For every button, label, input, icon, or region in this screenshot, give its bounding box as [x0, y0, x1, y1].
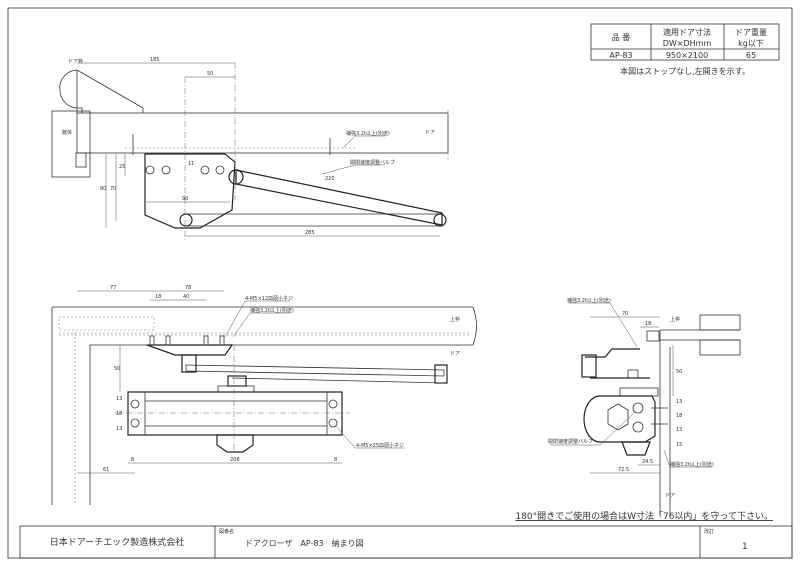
screw-bottom-label: 4-M5×25皿頭小ネジ: [356, 442, 404, 449]
drawing-name: ドアクローザ AP-83 納まり図: [245, 538, 364, 548]
valve-label: 開閉速度調整バルブ: [548, 438, 593, 445]
valve-label: 開閉速度調整バルブ: [350, 159, 395, 166]
wall-block: [51, 110, 91, 178]
wall-label: 躯体: [62, 129, 72, 136]
reinforce-label: 補強3.2t以上(別途): [346, 130, 390, 137]
closer-body: [127, 391, 343, 436]
dim-24-5: 24.5: [642, 459, 653, 465]
company-name: 日本ドアーチエック製造株式会社: [50, 536, 184, 548]
arm-bracket: [146, 344, 234, 356]
reinforce-top-label: 補強3.2t以上(別途): [567, 297, 611, 304]
revision-number: 1: [742, 542, 748, 552]
frame-label: 上枠: [450, 316, 460, 323]
dim-50: 50: [207, 71, 213, 77]
dim-18: 18: [155, 294, 161, 300]
dim-70: 70: [110, 186, 116, 192]
dim-18b: 18: [116, 411, 122, 417]
dim-285: 285: [305, 230, 315, 236]
title-block: 日本ドアーチエック製造株式会社 図番名 ドアクローザ AP-83 納まり図 改訂…: [19, 525, 793, 559]
sheet-border: [7, 7, 793, 559]
reinforce-bottom-label: 補強3.2t以上(別途): [670, 461, 714, 468]
header-door-weight-unit: kg以下: [738, 39, 764, 48]
dim-40: 40: [183, 294, 189, 300]
dim-77: 77: [110, 285, 116, 291]
door-plan: [76, 112, 449, 154]
dim-8a: 8: [131, 457, 134, 463]
dim-185: 185: [150, 57, 160, 63]
cell-door-weight: 65: [746, 51, 756, 60]
dim-220: 220: [325, 176, 335, 182]
dim-13b: 13: [116, 426, 122, 432]
dim-18b: 18: [676, 413, 682, 419]
dim-50: 50: [676, 369, 682, 375]
dim-13a: 13: [676, 399, 682, 405]
door-label: ドア: [665, 493, 675, 499]
header-door-weight: ドア重量: [735, 27, 767, 37]
valve-cap: [216, 434, 254, 453]
dim-15: 15: [676, 442, 682, 448]
footnote: 180°開きでご使用の場合はW寸法「76以内」を守って下さい。: [515, 510, 773, 522]
side-view: 上枠 ドア 70 18 50 13 18 13 15 24.5 72.5 補強3…: [548, 297, 741, 515]
cell-door-size: 950×2100: [666, 51, 708, 60]
dim-61: 61: [103, 467, 109, 473]
hinge: [59, 69, 83, 113]
dim-11: 11: [188, 161, 194, 167]
arm-bracket: [144, 153, 236, 229]
main-arm: [185, 364, 445, 377]
door-label: ドア: [450, 351, 460, 357]
header-part-no: 品 番: [612, 32, 631, 42]
dim-80: 80: [100, 186, 106, 192]
reinforce-label: 補強3.2t以上(別途): [250, 307, 294, 314]
dim-25: 25: [119, 164, 125, 170]
frame-label: ドア枠: [68, 58, 83, 65]
plan-view: 躯体 ドア枠 ドア 185 50 25 11 70 80 90 220 285 …: [51, 57, 449, 240]
dim-50: 50: [114, 366, 120, 372]
cell-part-no: AP-83: [609, 51, 632, 60]
header-door-size-unit: DW×DHmm: [663, 39, 712, 48]
revision-label: 改訂: [704, 528, 714, 535]
dim-78: 78: [185, 285, 191, 291]
dim-72-5: 72.5: [618, 467, 629, 473]
link-arm: [186, 213, 440, 227]
dim-70: 70: [622, 311, 628, 317]
drawing-name-label: 図番名: [219, 528, 234, 535]
stop-block: [75, 152, 87, 168]
side-body: [583, 395, 656, 443]
main-arm: [235, 169, 443, 226]
frame-label: 上枠: [670, 316, 680, 323]
dim-90: 90: [182, 196, 188, 202]
side-arm: [585, 348, 640, 358]
dim-8b: 8: [334, 457, 337, 463]
elevation-view: 上枠 ドア 77 78 18 40 50 13 18 13 8 208 8 61…: [51, 285, 477, 505]
dim-13a: 13: [116, 396, 122, 402]
dim-13b: 13: [676, 427, 682, 433]
screw-top-label: 4-M5×12皿頭小ネジ: [245, 295, 293, 302]
door-label: ドア: [425, 130, 435, 136]
dim-18: 18: [645, 321, 651, 327]
dim-208: 208: [230, 457, 240, 463]
header-door-size: 適用ドア寸法: [663, 27, 711, 37]
spec-table: 品 番 適用ドア寸法 DW×DHmm ドア重量 kg以下 AP-83 950×2…: [590, 23, 780, 61]
link-arm: [231, 377, 446, 384]
drawing-note: 本図はストップなし,左開きを示す。: [620, 66, 750, 76]
